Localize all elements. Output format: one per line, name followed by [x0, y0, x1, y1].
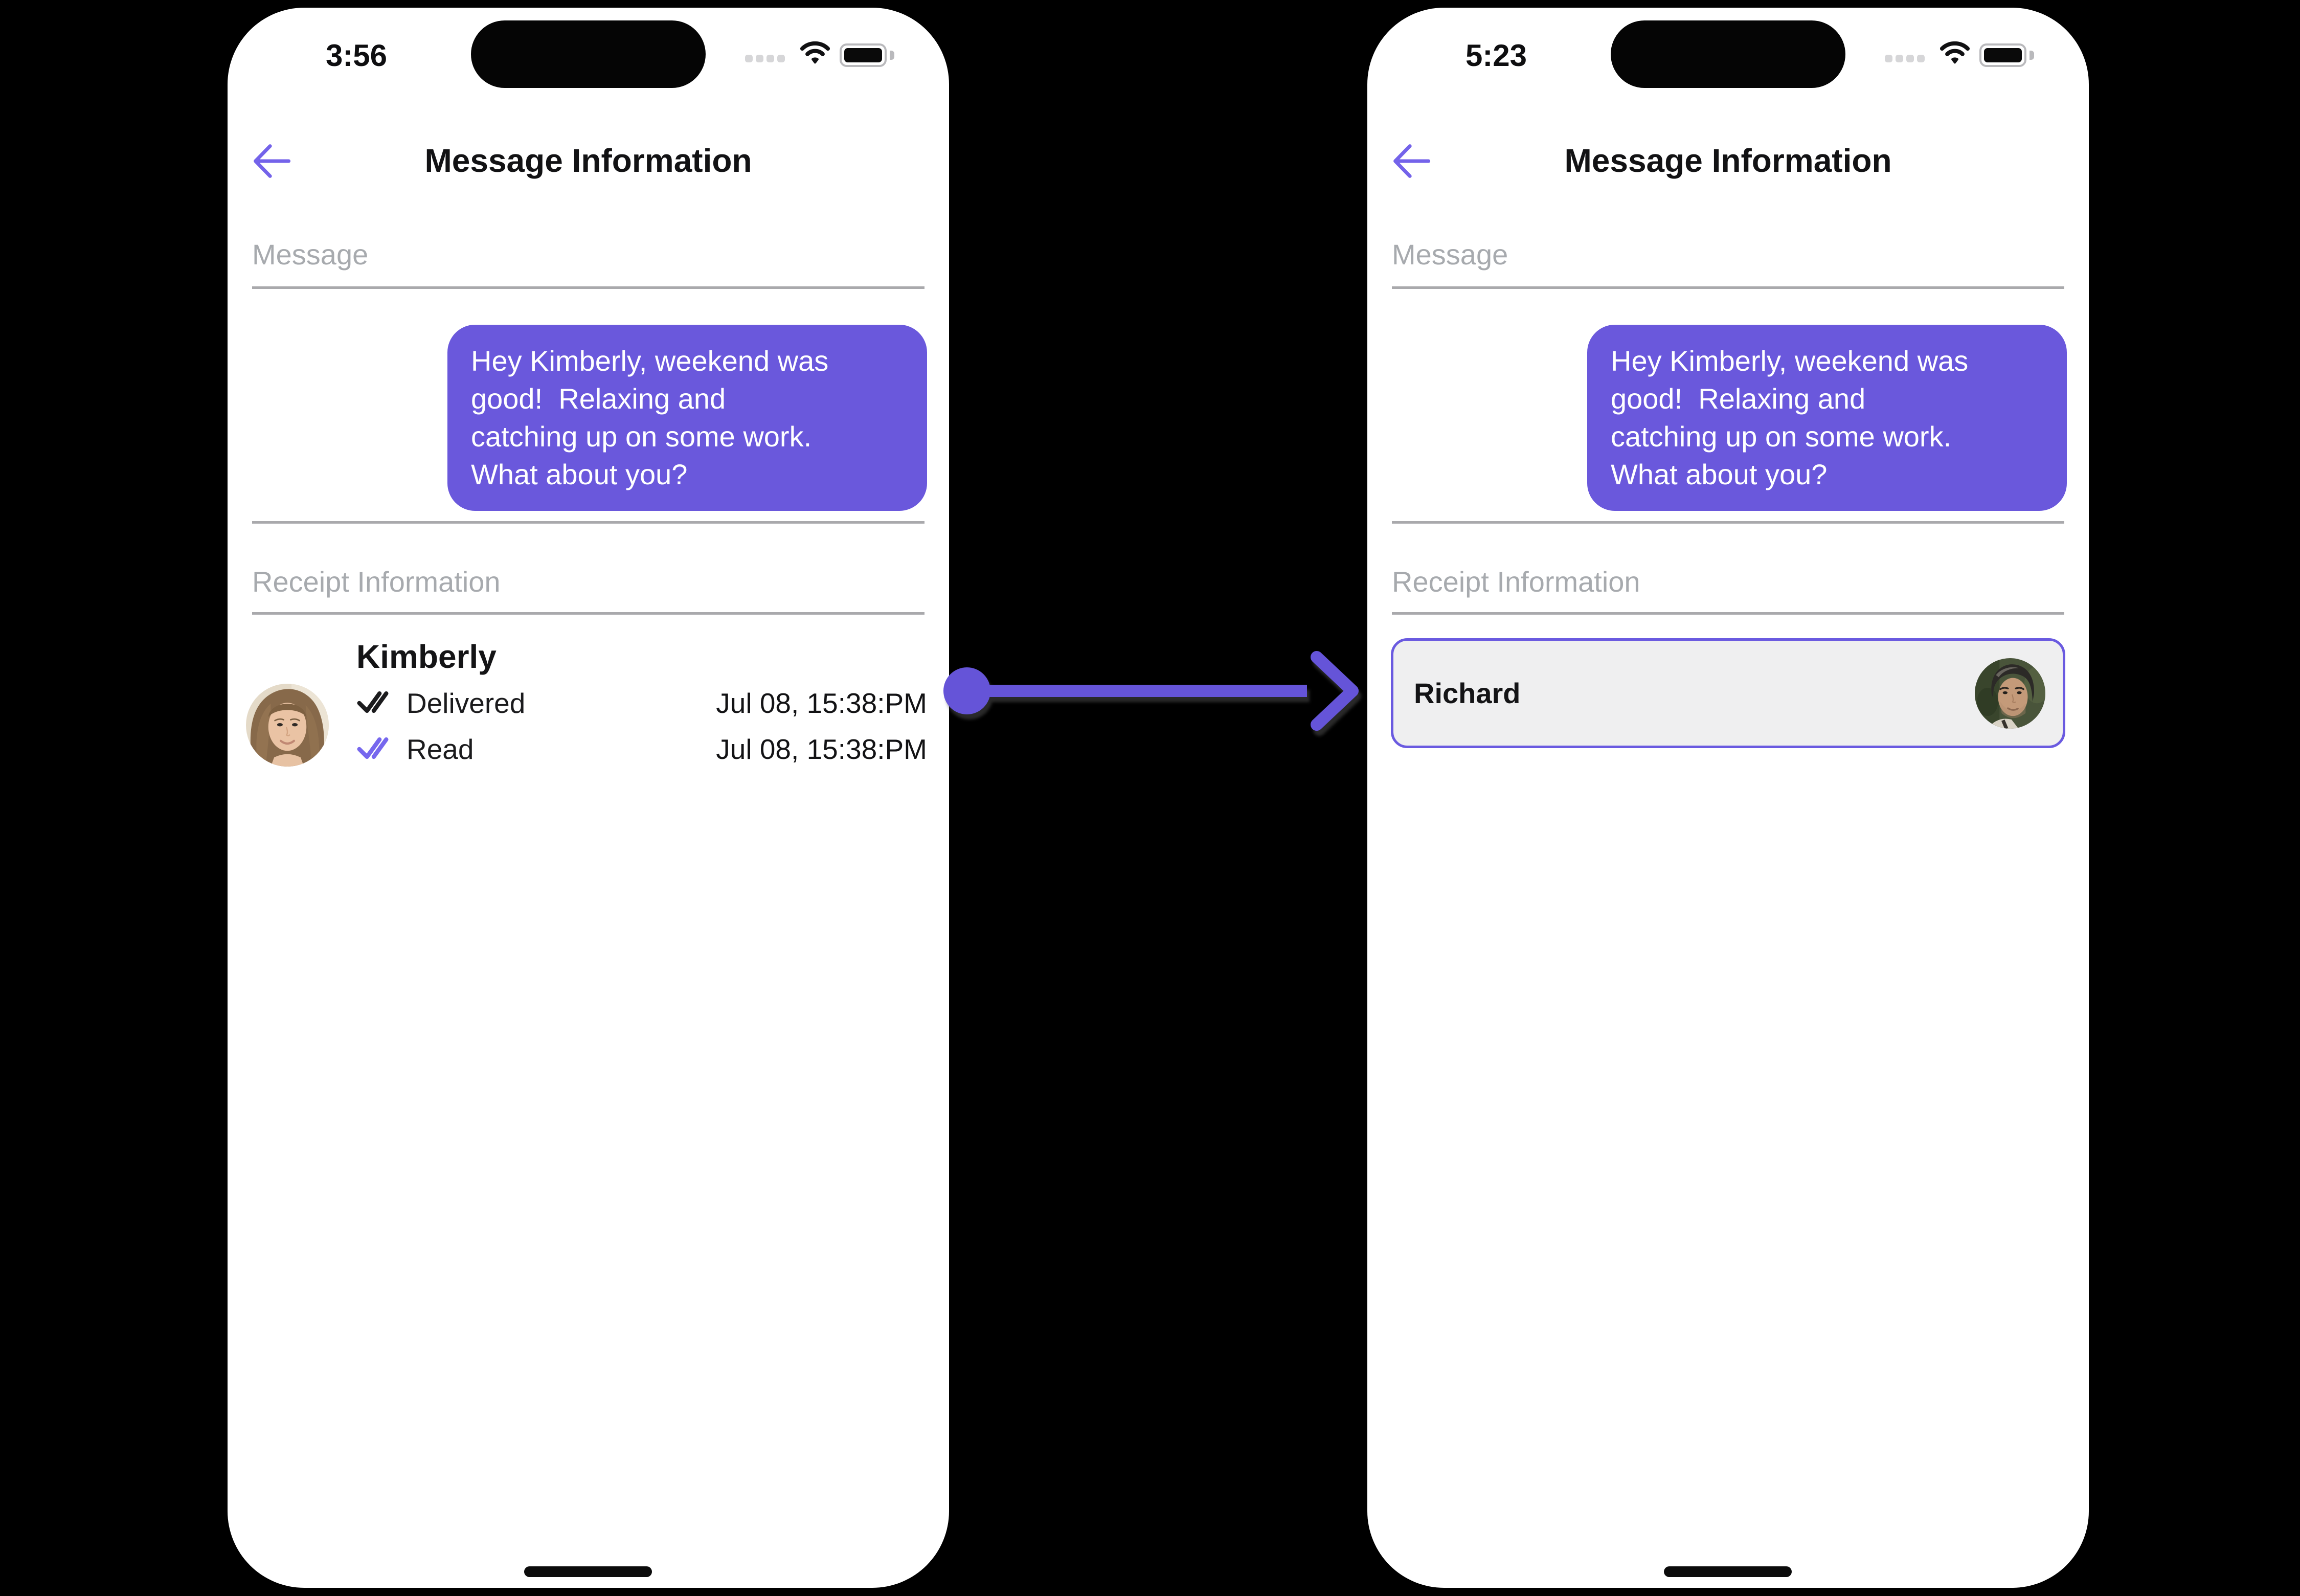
battery-full-icon: [840, 43, 887, 67]
status-time: 5:23: [1465, 38, 1527, 73]
battery-nub-icon: [2030, 51, 2034, 60]
arrow-left-icon: [1390, 144, 1433, 184]
dynamic-island: [471, 20, 706, 88]
divider: [252, 286, 924, 289]
man-portrait-avatar: [1975, 658, 2045, 729]
cellular-signal-dots-icon: [745, 55, 785, 62]
wifi-icon: [799, 39, 831, 68]
read-status-label: Read: [407, 733, 474, 765]
delivery-status-label: Delivered: [407, 687, 526, 719]
divider: [1392, 612, 2064, 615]
flow-arrow-icon: [943, 651, 1359, 731]
cellular-signal-dots-icon: [1885, 55, 1925, 62]
receipt-row-read[interactable]: Read Jul 08, 15:38:PM: [228, 732, 949, 767]
dynamic-island: [1611, 20, 1845, 88]
divider: [252, 521, 924, 524]
recipient-card-richard[interactable]: Richard: [1391, 638, 2065, 748]
receipt-row-delivered[interactable]: Delivered Jul 08, 15:38:PM: [228, 686, 949, 721]
status-time: 3:56: [325, 38, 388, 73]
message-section-label: Message: [1392, 238, 1508, 271]
double-check-icon: [356, 734, 389, 765]
delivered-timestamp: Jul 08, 15:38:PM: [716, 687, 927, 719]
divider: [1392, 286, 2064, 289]
phone-left: 3:56 Message Information Message Hey Kim…: [228, 8, 949, 1588]
receipt-section-label: Receipt Information: [252, 566, 501, 598]
contact-name: Kimberly: [356, 638, 497, 675]
message-bubble: Hey Kimberly, weekend was good! Relaxing…: [1587, 325, 2067, 511]
page-title: Message Information: [424, 142, 752, 179]
back-button[interactable]: [250, 140, 293, 183]
home-indicator[interactable]: [1664, 1566, 1792, 1577]
phone-right: 5:23 Message Information Message Hey Kim…: [1367, 8, 2089, 1588]
message-section-label: Message: [252, 238, 369, 271]
page-title: Message Information: [1564, 142, 1892, 179]
back-button[interactable]: [1390, 140, 1433, 183]
battery-nub-icon: [890, 51, 894, 60]
arrow-left-icon: [250, 144, 293, 184]
woman-portrait-avatar: [246, 684, 329, 767]
message-bubble: Hey Kimberly, weekend was good! Relaxing…: [447, 325, 927, 511]
divider: [252, 612, 924, 615]
receipt-section-label: Receipt Information: [1392, 566, 1640, 598]
double-check-icon: [356, 688, 389, 719]
divider: [1392, 521, 2064, 524]
home-indicator[interactable]: [524, 1566, 652, 1577]
contact-name: Richard: [1414, 677, 1521, 709]
battery-full-icon: [1979, 43, 2026, 67]
wifi-icon: [1938, 39, 1971, 68]
read-timestamp: Jul 08, 15:38:PM: [716, 733, 927, 765]
